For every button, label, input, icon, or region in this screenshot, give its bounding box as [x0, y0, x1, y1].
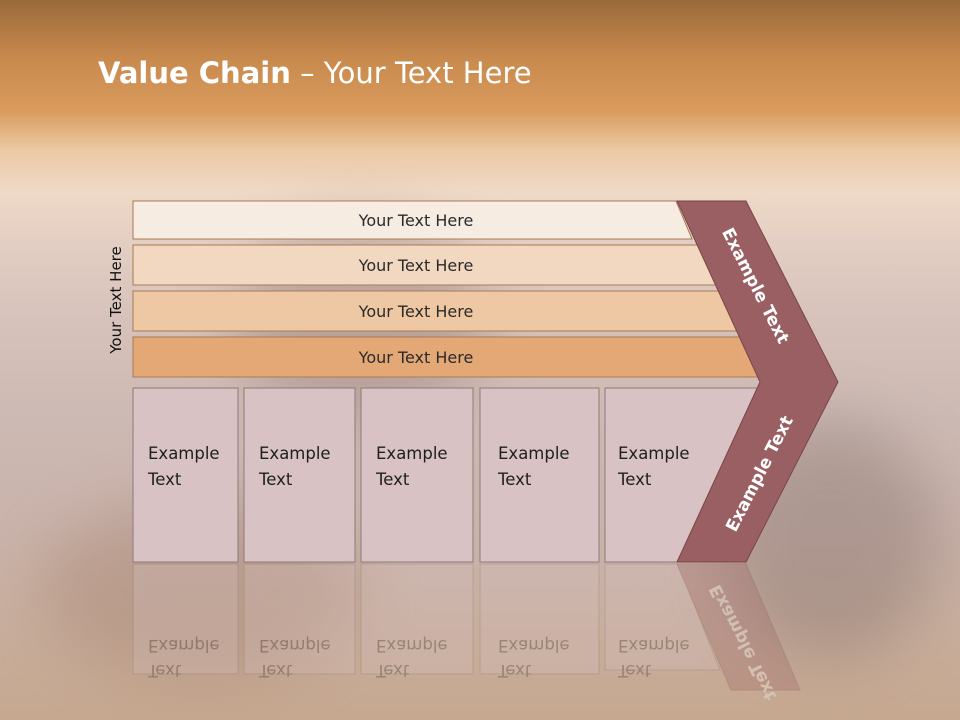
box-2-line1: Example: [259, 444, 331, 463]
box-4-line1-reflection: Example: [498, 636, 570, 655]
box-1-line2: Text: [147, 470, 182, 489]
box-1-line2-reflection: Text: [147, 661, 182, 680]
box-2-line2-reflection: Text: [258, 661, 293, 680]
chevron-reflection: [676, 563, 801, 691]
box-5-line1: Example: [618, 444, 690, 463]
title-bold: Value Chain: [98, 56, 291, 90]
box-3-line1: Example: [376, 444, 448, 463]
band-1: [132, 200, 693, 240]
band-3-label: Your Text Here: [358, 302, 474, 321]
chevron-arrow: [676, 200, 839, 563]
box-2: [243, 387, 356, 563]
box-4-line1: Example: [498, 444, 570, 463]
box-4-reflection: [479, 563, 600, 675]
box-4-line2: Text: [497, 470, 532, 489]
box-4: [479, 387, 600, 563]
box-3-reflection: [360, 563, 474, 675]
slide-title: Value Chain – Your Text Here: [98, 56, 532, 90]
box-5-line1-reflection: Example: [618, 636, 690, 655]
box-3-line2: Text: [375, 470, 410, 489]
box-1: [132, 387, 239, 563]
box-3-line1-reflection: Example: [376, 636, 448, 655]
box-1-line1: Example: [148, 444, 220, 463]
box-2-line1-reflection: Example: [259, 636, 331, 655]
box-2-line2: Text: [258, 470, 293, 489]
box-1-line1-reflection: Example: [148, 636, 220, 655]
box-4-line2-reflection: Text: [497, 661, 532, 680]
box-5-line2-reflection: Text: [617, 661, 652, 680]
box-3-line2-reflection: Text: [375, 661, 410, 680]
band-1-label: Your Text Here: [358, 211, 474, 230]
box-5-line2: Text: [617, 470, 652, 489]
band-4-label: Your Text Here: [358, 348, 474, 367]
band-2-label: Your Text Here: [358, 256, 474, 275]
box-1-reflection: [132, 563, 239, 675]
box-3: [360, 387, 474, 563]
box-2-reflection: [243, 563, 356, 675]
title-rest: – Your Text Here: [290, 56, 532, 90]
box-5-reflection: [604, 563, 721, 671]
